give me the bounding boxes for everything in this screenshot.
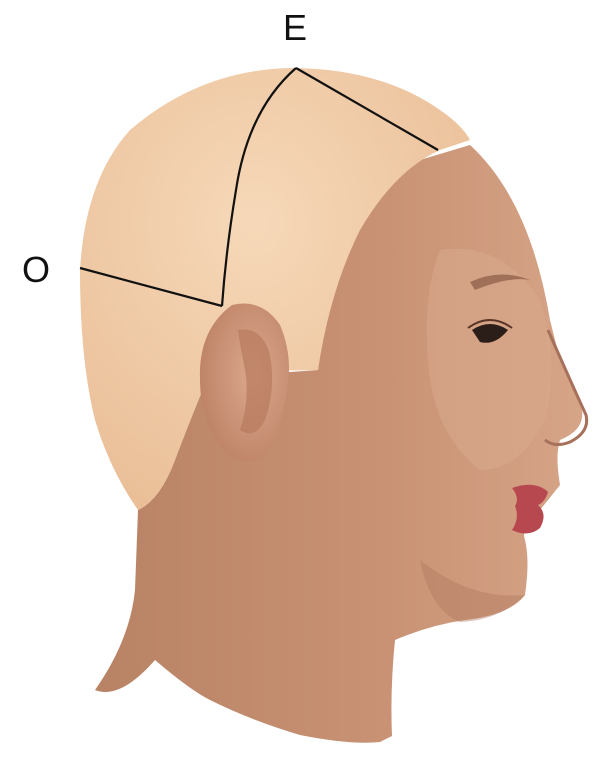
lips [512,485,548,534]
label-point-o: O [22,252,50,288]
label-point-e: E [283,10,307,46]
